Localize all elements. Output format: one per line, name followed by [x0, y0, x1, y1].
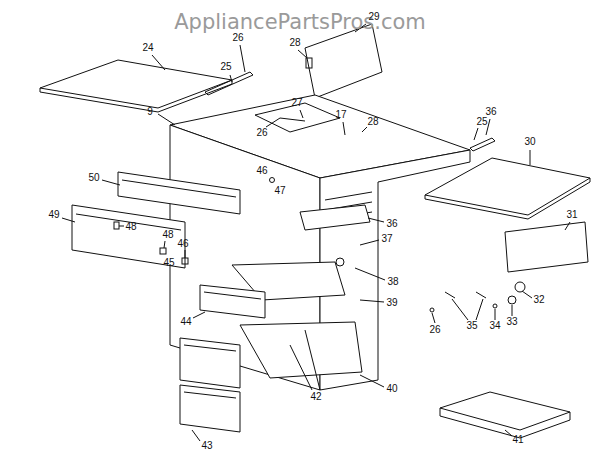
- plug: [336, 258, 344, 266]
- callout-number: 25: [476, 117, 487, 127]
- callout-number: 35: [466, 321, 477, 331]
- tray: [440, 392, 570, 430]
- callout-number: 39: [386, 298, 397, 308]
- knob: [508, 296, 516, 304]
- panel-edge: [425, 178, 590, 219]
- leader-lines: [62, 24, 570, 441]
- hinge-bar: [280, 118, 305, 121]
- callout-number: 25: [220, 62, 231, 72]
- callout-number: 31: [566, 210, 577, 220]
- drawer-front: [180, 338, 240, 388]
- drawer-box: [240, 322, 362, 378]
- callout-number: 28: [367, 117, 378, 127]
- callout-number: 37: [381, 234, 392, 244]
- drawer-front: [180, 385, 240, 432]
- watermark: AppliancePartsPros.com: [174, 12, 426, 33]
- callout-number: 45: [163, 258, 174, 268]
- hinge-pin: [476, 292, 486, 298]
- tray-edge: [440, 408, 570, 438]
- trim-strip: [205, 72, 253, 95]
- screw: [430, 308, 434, 312]
- callout-number: 26: [232, 33, 243, 43]
- drawer-handle: [122, 180, 236, 197]
- drawer-front: [118, 172, 240, 214]
- hinge: [306, 58, 312, 68]
- callout-number: 42: [310, 392, 321, 402]
- callout-number: 48: [125, 222, 136, 232]
- callout-number: 24: [142, 43, 153, 53]
- top-panel: [425, 158, 590, 215]
- callout-number: 30: [524, 137, 535, 147]
- callout-number: 38: [387, 277, 398, 287]
- drawer-handle: [184, 392, 236, 398]
- callout-number: 46: [177, 239, 188, 249]
- callout-number: 9: [147, 107, 153, 117]
- callout-number: 40: [386, 384, 397, 394]
- drawer-front: [200, 285, 265, 318]
- callout-number: 34: [489, 321, 500, 331]
- trim-strip: [470, 138, 495, 151]
- callout-number: 41: [512, 435, 523, 445]
- screw: [493, 304, 497, 308]
- bracket: [114, 222, 119, 229]
- callout-number: 44: [180, 317, 191, 327]
- callout-number: 46: [256, 166, 267, 176]
- screw: [270, 178, 275, 183]
- drawer-front: [72, 205, 185, 268]
- callout-number: 48: [162, 230, 173, 240]
- callout-number: 50: [88, 173, 99, 183]
- panel-edge: [40, 80, 232, 112]
- callout-number: 28: [289, 38, 300, 48]
- shelf-line: [325, 192, 372, 200]
- knob: [515, 282, 525, 292]
- callout-number: 17: [335, 110, 346, 120]
- bracket: [160, 248, 166, 254]
- callout-number: 32: [533, 295, 544, 305]
- callout-number: 36: [485, 107, 496, 117]
- callout-number: 33: [506, 317, 517, 327]
- callout-number: 43: [201, 441, 212, 451]
- drawer-handle: [204, 292, 261, 299]
- door-panel: [505, 222, 588, 272]
- callout-number: 27: [291, 98, 302, 108]
- shelf: [300, 205, 370, 230]
- callout-number: 26: [429, 325, 440, 335]
- callout-number: 29: [368, 12, 379, 22]
- callout-number: 47: [274, 186, 285, 196]
- callout-number: 36: [386, 219, 397, 229]
- callout-number: 26: [256, 128, 267, 138]
- side-panel: [305, 24, 382, 98]
- top-panel: [40, 60, 232, 108]
- hinge-pin: [445, 292, 455, 298]
- callout-number: 49: [48, 210, 59, 220]
- bracket: [182, 258, 188, 264]
- drawer-handle: [184, 345, 236, 351]
